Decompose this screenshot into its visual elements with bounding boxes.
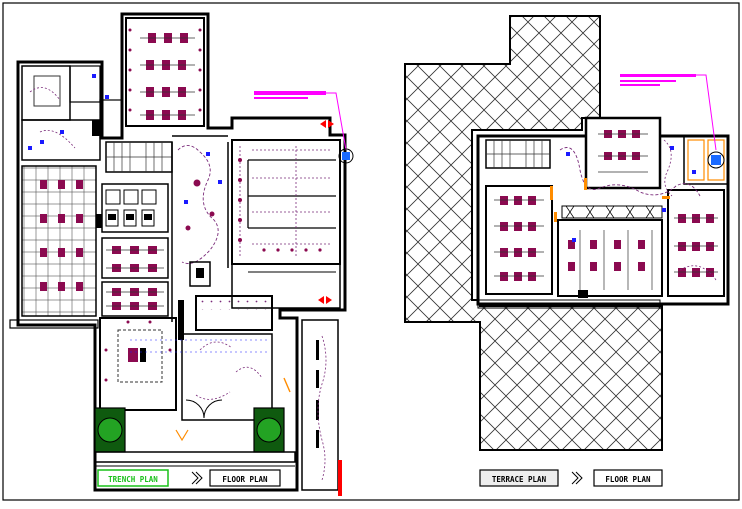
plant-icon [97,417,123,443]
room-bath-row [101,183,169,233]
caption-frame-left [479,469,559,487]
wall-dots-top [128,28,202,112]
room-lower-dining [181,333,273,421]
room-dorm-2 [101,281,169,317]
room-right-dorm-left [485,185,553,295]
right-terrace-plan: TERRACE PLAN FLOOR PLAN [404,15,730,487]
annotation-bar [620,74,696,77]
north-arrow-icon [191,471,203,485]
annotation-leader [696,74,717,151]
room-lower-kitchen [195,295,273,331]
side-corridor [301,319,339,491]
room-left-wc [69,65,101,103]
caption-frame-right [209,469,281,487]
furniture-top [146,33,188,120]
arrow-marker-icon [318,120,334,304]
room-right-dorm-center [557,219,663,297]
caption-floor-plan-left: FLOOR PLAN [222,475,268,484]
room-lower-lounge [99,317,177,411]
caption-terrace-plan: TERRACE PLAN [492,475,547,484]
caption-frame-green [97,469,169,487]
section-marker-icon [707,151,725,169]
annotation-leader [326,92,347,151]
wiring-run-corridor [177,145,219,264]
caption-floor-plan-right: FLOOR PLAN [605,475,651,484]
caption-trench-plan: TRENCH PLAN [108,475,158,484]
section-marker-icon [338,148,354,164]
room-left-utility [21,119,101,161]
electrical-points-left [28,74,109,150]
caption-frame-right [593,469,663,487]
room-dorm-1 [101,237,169,279]
sheet-border [2,2,740,501]
outer-wall [16,12,347,492]
furniture-tiled-hall [40,180,83,291]
wiring-run-right [559,147,701,197]
door-swing-icon [175,429,189,442]
plant-icon [256,417,282,443]
annotation-bar [254,91,326,95]
north-arrow-icon [571,471,583,485]
room-top-bedroom [125,17,205,127]
left-floor-plan: TRENCH PLAN FLOOR PLAN [9,12,354,496]
table-lines-top [140,37,195,116]
room-service [683,135,729,185]
room-left-toilet [21,65,71,121]
